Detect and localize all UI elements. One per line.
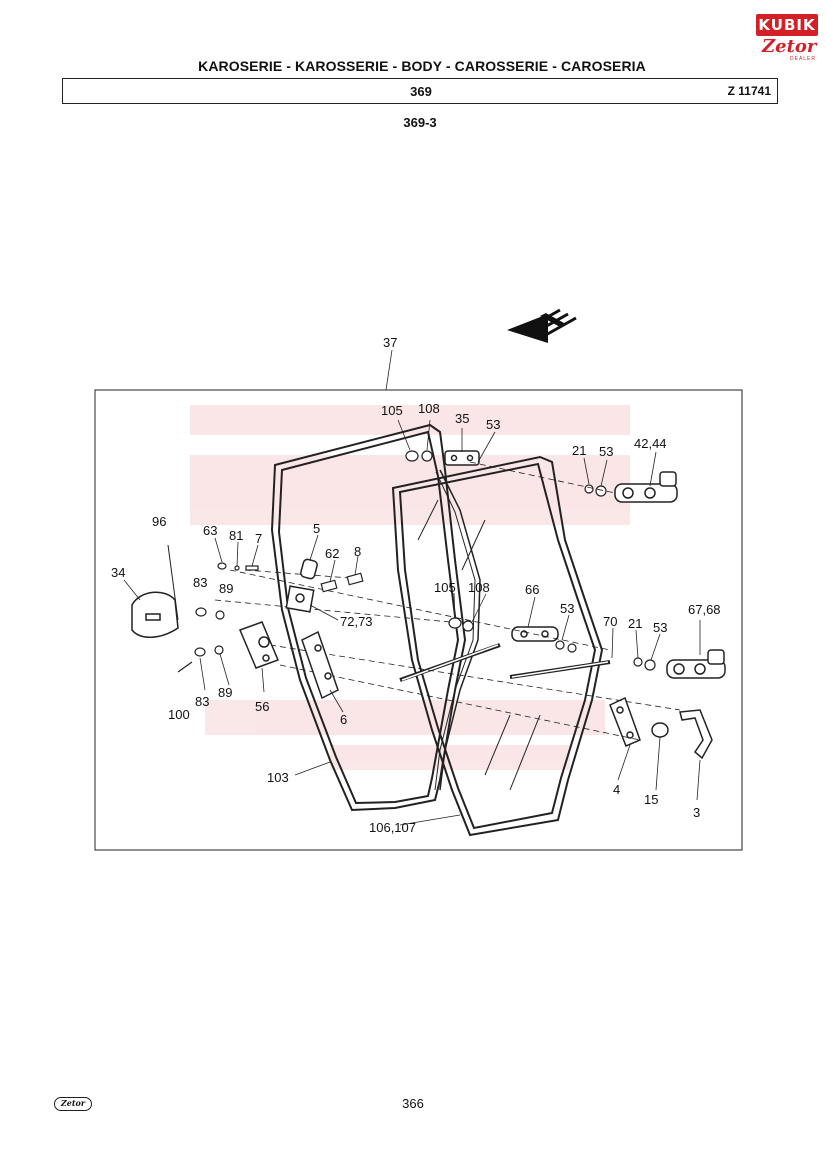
- callout-105-top: 105: [381, 403, 403, 418]
- bracket-56: [239, 621, 279, 669]
- footer-zetor-logo: Zetor: [54, 1097, 92, 1111]
- callout-37: 37: [383, 335, 397, 350]
- callout-67-68: 67,68: [688, 602, 721, 617]
- callout-108-mid: 108: [468, 580, 490, 595]
- logo-bar: [756, 14, 818, 36]
- bolts-105-108-mid: [448, 617, 474, 632]
- callout-89-b: 89: [218, 685, 232, 700]
- door-frame-103: [270, 423, 467, 812]
- callout-21-mid: 21: [628, 616, 642, 631]
- latch-handle-34: [131, 591, 179, 638]
- pin-96: [167, 544, 179, 621]
- alignment-lines: [214, 461, 681, 741]
- callout-8: 8: [354, 544, 361, 559]
- callout-53-d: 53: [653, 620, 667, 635]
- callout-72-73: 72,73: [340, 614, 373, 629]
- callout-81: 81: [229, 528, 243, 543]
- callout-108-top: 108: [418, 401, 440, 416]
- logo-sub: Zetor: [762, 36, 817, 57]
- logo-brand: KUBIK: [758, 16, 816, 34]
- gas-strut-70: [399, 643, 611, 682]
- washers-21-53-mid: [555, 640, 656, 671]
- screws-83-89-100: [177, 607, 225, 673]
- callout-103: 103: [267, 770, 289, 785]
- callout-53-c: 53: [560, 601, 574, 616]
- callout-70: 70: [603, 614, 617, 629]
- direction-arrow: [507, 308, 577, 343]
- callout-4: 4: [613, 782, 620, 797]
- washers-21-53-top: [584, 484, 607, 497]
- callout-15: 15: [644, 792, 658, 807]
- callout-96: 96: [152, 514, 166, 529]
- hinge-67-68: [666, 649, 726, 679]
- callout-7: 7: [255, 531, 262, 546]
- callout-100: 100: [168, 707, 190, 722]
- bolts-105-108-top: [405, 450, 433, 462]
- figure-subtitle: 369-3: [403, 115, 437, 130]
- callout-5: 5: [313, 521, 320, 536]
- page-number: 366: [402, 1096, 424, 1111]
- bracket-6: [301, 630, 339, 700]
- callout-labels: 37 105 108 35 53 21 53 42,44 96 63 81 7 …: [111, 335, 721, 835]
- parts-62-8: [320, 572, 364, 593]
- hinge-42-44: [614, 471, 678, 503]
- callout-62: 62: [325, 546, 339, 561]
- exploded-door-diagram: 37 105 108 35 53 21 53 42,44 96 63 81 7 …: [94, 308, 743, 851]
- page-title: KAROSERIE - KAROSSERIE - BODY - CAROSSER…: [198, 58, 646, 74]
- diagram-frame: [94, 389, 743, 851]
- callout-34: 34: [111, 565, 125, 580]
- handle-3: [679, 709, 713, 760]
- latch-5: [300, 558, 318, 580]
- latch-plate-72-73: [285, 585, 315, 613]
- seal-strip: [439, 469, 481, 791]
- header-box: 369 Z 11741: [62, 78, 778, 104]
- kubik-zetor-logo: KUBIK Zetor DEALER: [756, 14, 818, 66]
- seal-strip-inner: [434, 471, 476, 791]
- callout-21-top: 21: [572, 443, 586, 458]
- callout-3: 3: [693, 805, 700, 820]
- callout-42-44: 42,44: [634, 436, 667, 451]
- callout-83-a: 83: [193, 575, 207, 590]
- callout-66: 66: [525, 582, 539, 597]
- callout-6: 6: [340, 712, 347, 727]
- screws-63-81-7: [217, 562, 259, 571]
- callout-53-b: 53: [599, 444, 613, 459]
- callout-56: 56: [255, 699, 269, 714]
- callout-63: 63: [203, 523, 217, 538]
- logo-tag: DEALER: [790, 56, 817, 62]
- section-code: 369: [410, 84, 432, 99]
- callout-105-mid: 105: [434, 580, 456, 595]
- callout-35: 35: [455, 411, 469, 426]
- reference-number: Z 11741: [727, 84, 771, 98]
- callout-89-a: 89: [219, 581, 233, 596]
- callout-106-107: 106,107: [369, 820, 416, 835]
- leader-lines: [123, 349, 701, 826]
- callout-83-b: 83: [195, 694, 209, 709]
- callout-53-a: 53: [486, 417, 500, 432]
- knob-15: [651, 722, 669, 738]
